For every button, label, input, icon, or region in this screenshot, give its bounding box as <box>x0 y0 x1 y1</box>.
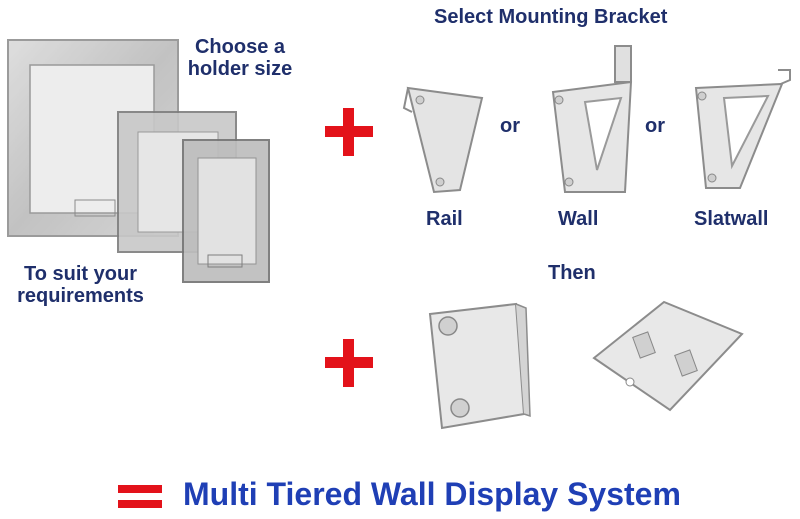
suit-requirements-line1: To suit your <box>24 263 137 285</box>
choose-holder-label: Choose a holder size <box>180 36 300 80</box>
then-label: Then <box>548 262 596 284</box>
choose-holder-line2: holder size <box>187 58 293 80</box>
result-title: Multi Tiered Wall Display System <box>183 476 681 512</box>
choose-holder-line1: Choose a <box>194 36 286 58</box>
holder-size-image <box>7 39 270 283</box>
wall-bracket-image <box>551 45 633 193</box>
or-label-2: or <box>645 115 665 137</box>
select-bracket-heading: Select Mounting Bracket <box>434 6 668 28</box>
suit-requirements-line2: requirements <box>17 285 144 307</box>
wall-label: Wall <box>558 208 599 230</box>
suit-requirements-label: To suit your requirements <box>8 263 153 307</box>
slatwall-bracket-image <box>694 69 791 189</box>
slatwall-label: Slatwall <box>694 208 769 230</box>
rail-label: Rail <box>426 208 463 230</box>
connector-clip-image-2 <box>592 300 744 412</box>
rail-bracket-image <box>402 86 484 194</box>
connector-clip-image-1 <box>428 302 531 430</box>
or-label-1: or <box>500 115 520 137</box>
